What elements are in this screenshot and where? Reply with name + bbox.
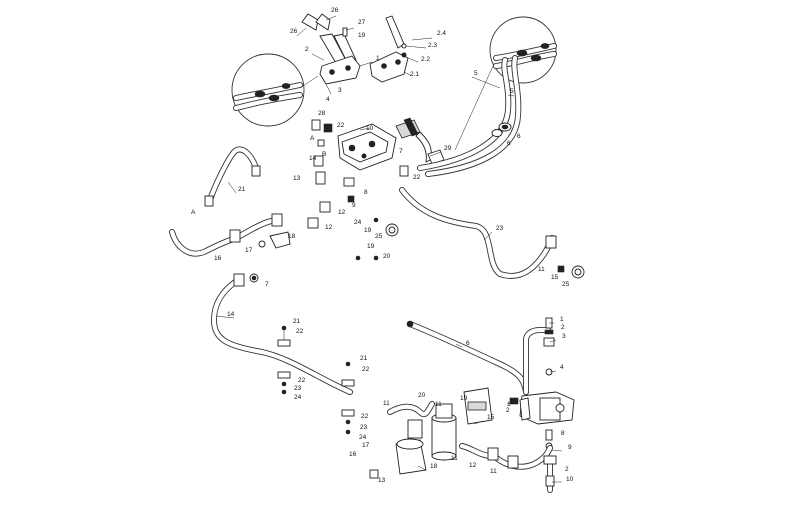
callout-c14b: 14 <box>227 311 235 318</box>
callout-c22c: 22 <box>296 328 304 335</box>
fuel-filter-right <box>463 387 493 425</box>
callout-c5b: 5 <box>510 88 514 95</box>
callout-c26b: 26 <box>290 28 298 35</box>
callout-c1c: 1 <box>507 401 511 408</box>
hose-clip-upper <box>277 325 291 395</box>
callout-c23: 23 <box>496 225 504 232</box>
callout-c2_4: 2.4 <box>437 30 446 37</box>
callout-c2c: 2 <box>506 407 510 414</box>
callout-c22b: 22 <box>413 174 421 181</box>
callout-c2b: 2 <box>561 324 565 331</box>
callout-c7b: 7 <box>265 281 269 288</box>
callout-c22a: 22 <box>337 122 345 129</box>
callout-cA2: A <box>191 209 196 216</box>
callout-c1a: 1 <box>376 55 380 62</box>
callout-c22e: 22 <box>298 377 306 384</box>
callout-c8b: 8 <box>561 430 565 437</box>
callout-c19c: 19 <box>367 243 375 250</box>
callout-c24b: 24 <box>294 394 302 401</box>
callout-c23c: 23 <box>360 424 368 431</box>
fittings-cluster <box>307 119 409 229</box>
callout-c25b: 25 <box>562 281 570 288</box>
callout-c29: 29 <box>444 145 452 152</box>
fuel-filter-bowl-18 <box>395 419 427 475</box>
leader-lines <box>215 15 563 483</box>
control-valve-block <box>337 117 445 171</box>
callout-c4a: 4 <box>326 96 330 103</box>
callout-c12a: 12 <box>338 209 346 216</box>
callout-c15b: 15 <box>487 414 495 421</box>
callout-c4b: 4 <box>560 364 564 371</box>
fuel-pump <box>509 391 575 425</box>
callout-c20b: 20 <box>418 392 426 399</box>
callout-c5a: 5 <box>474 70 478 77</box>
callout-c24a: 24 <box>354 219 362 226</box>
callout-c18b: 18 <box>430 463 438 470</box>
callout-c19d: 19 <box>460 395 468 402</box>
clamp-25-right <box>557 265 585 279</box>
callout-c16b: 16 <box>349 451 357 458</box>
callout-c15a: 15 <box>551 274 559 281</box>
callout-c25a: 25 <box>375 233 383 240</box>
callout-c10: 10 <box>366 125 374 132</box>
lever-2-1 <box>369 15 409 83</box>
right-fitting-stack <box>543 317 555 450</box>
callout-c7a: 7 <box>399 148 403 155</box>
callout-c28: 28 <box>318 110 326 117</box>
hose-clip-lower <box>341 361 355 435</box>
callout-c11a: 11 <box>538 266 545 273</box>
callout-c14a: 14 <box>309 155 317 162</box>
callout-c26a: 26 <box>331 7 339 14</box>
callout-c23b: 23 <box>294 385 302 392</box>
callout-c2a: 2 <box>305 46 309 53</box>
callout-c3b: 3 <box>562 333 566 340</box>
callout-c2_1: 2.1 <box>410 71 419 78</box>
callout-c22d: 22 <box>362 366 370 373</box>
callout-c13b: 13 <box>378 477 386 484</box>
callout-c21b: 21 <box>293 318 301 325</box>
callout-c27: 27 <box>358 19 366 26</box>
callout-c2_2: 2.2 <box>421 56 430 63</box>
callout-c6c: 6 <box>466 340 470 347</box>
callout-c6b: 6 <box>507 140 511 147</box>
callout-c2d: 2 <box>565 466 569 473</box>
clamp-25-mid <box>355 217 399 261</box>
bushing-6 <box>491 122 512 137</box>
callout-c24c: 24 <box>359 434 367 441</box>
fuel-filter-center <box>431 403 457 461</box>
control-lever-assembly <box>301 13 361 85</box>
callout-c11e: 11 <box>490 468 497 475</box>
callout-c13a: 13 <box>293 175 301 182</box>
callout-c21a: 21 <box>238 186 246 193</box>
callout-c1b: 1 <box>560 316 564 323</box>
callout-c22f: 22 <box>361 413 369 420</box>
callout-c2_3: 2.3 <box>428 42 437 49</box>
callout-c8: 8 <box>364 189 368 196</box>
callout-c12c: 12 <box>469 462 477 469</box>
callout-c3a: 3 <box>338 87 342 94</box>
callout-c20a: 20 <box>383 253 391 260</box>
callout-c11c: 11 <box>435 401 442 408</box>
callout-cA1: A <box>310 135 315 142</box>
callout-c12b: 12 <box>325 224 333 231</box>
callout-c16a: 16 <box>214 255 222 262</box>
callout-c21c: 21 <box>360 355 368 362</box>
callout-c9b: 9 <box>568 444 572 451</box>
callout-c6a: 6 <box>517 133 521 140</box>
callout-c11d: 11 <box>451 455 458 462</box>
callout-c11b: 11 <box>383 400 390 407</box>
callout-c10b: 10 <box>566 476 574 483</box>
callout-cB: B <box>322 151 326 158</box>
callout-c19b: 19 <box>364 227 372 234</box>
detail-circle-right <box>489 16 557 84</box>
callout-c19a: 19 <box>358 32 366 39</box>
detail-circle-left <box>231 53 305 127</box>
callout-c18a: 18 <box>288 233 296 240</box>
callout-c9: 9 <box>352 202 356 209</box>
callout-c17a: 17 <box>245 247 253 254</box>
callout-c17b: 17 <box>362 442 370 449</box>
